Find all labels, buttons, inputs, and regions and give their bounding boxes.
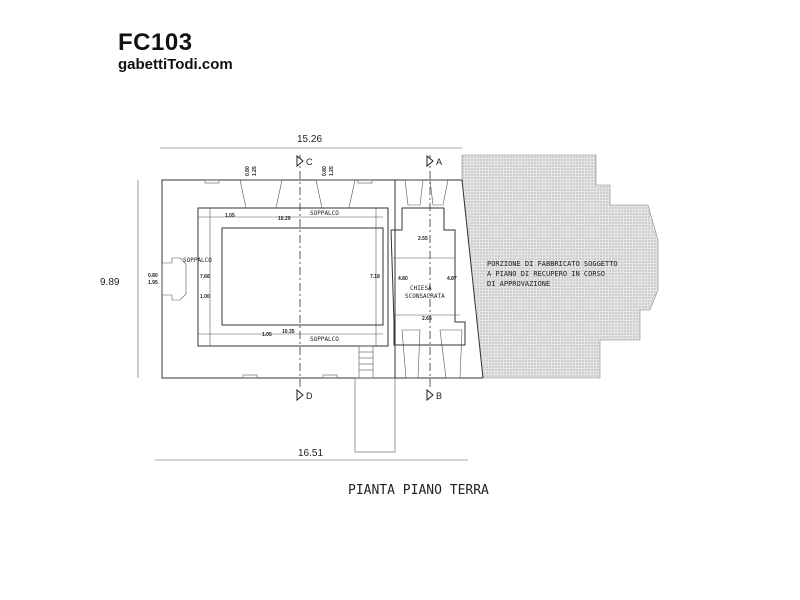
svg-text:A PIANO DI RECUPERO IN CORSO: A PIANO DI RECUPERO IN CORSO bbox=[487, 270, 605, 278]
svg-text:2.55: 2.55 bbox=[418, 236, 428, 242]
svg-text:1.25: 1.25 bbox=[252, 166, 258, 176]
svg-text:A: A bbox=[436, 157, 442, 167]
brand: FC103 gabettiTodi.com bbox=[118, 30, 233, 74]
svg-text:1.05: 1.05 bbox=[225, 213, 235, 219]
label-soppalco-top: SOPPALCO bbox=[310, 210, 339, 217]
svg-text:4.80: 4.80 bbox=[398, 276, 408, 282]
section-marker-c: C bbox=[296, 154, 313, 168]
hatched-area bbox=[461, 154, 659, 379]
plan-title: PIANTA PIANO TERRA bbox=[348, 483, 489, 498]
svg-text:7.18: 7.18 bbox=[370, 274, 380, 280]
recovery-plan-note: PORZIONE DI FABBRICATO SOGGETTO A PIANO … bbox=[487, 260, 618, 288]
chiesa-room bbox=[390, 207, 466, 346]
svg-text:10.29: 10.29 bbox=[278, 216, 291, 222]
svg-text:0.80: 0.80 bbox=[148, 273, 158, 279]
svg-text:0.80: 0.80 bbox=[245, 166, 251, 176]
website: gabettiTodi.com bbox=[118, 56, 233, 73]
listing-code: FC103 bbox=[118, 29, 193, 56]
svg-text:PORZIONE DI FABBRICATO SOGGETT: PORZIONE DI FABBRICATO SOGGETTO bbox=[487, 260, 618, 268]
svg-text:0.80: 0.80 bbox=[322, 166, 328, 176]
svg-text:1.00: 1.00 bbox=[200, 294, 210, 300]
dimension-bottom: 16.51 bbox=[155, 448, 468, 461]
svg-text:C: C bbox=[306, 157, 313, 167]
soppalco-area bbox=[197, 207, 389, 379]
svg-text:DI APPROVAZIONE: DI APPROVAZIONE bbox=[487, 280, 550, 288]
dimension-top: 15.26 bbox=[160, 134, 462, 149]
dimension-left: 9.89 bbox=[100, 180, 139, 378]
svg-text:7.66: 7.66 bbox=[200, 274, 210, 280]
svg-text:1.05: 1.05 bbox=[262, 332, 272, 338]
svg-text:D: D bbox=[306, 391, 313, 401]
svg-text:B: B bbox=[436, 391, 442, 401]
label-chiesa: CHIESA bbox=[410, 285, 432, 292]
section-marker-a: A bbox=[426, 154, 442, 168]
svg-text:4.87: 4.87 bbox=[447, 276, 457, 282]
section-marker-b: B bbox=[426, 388, 442, 402]
label-soppalco-bottom: SOPPALCO bbox=[310, 336, 339, 343]
svg-text:10.35: 10.35 bbox=[282, 329, 295, 335]
label-soppalco-left: SOPPALCO bbox=[183, 257, 212, 264]
svg-text:15.26: 15.26 bbox=[297, 134, 322, 145]
label-sconsacrata: SCONSACRATA bbox=[405, 293, 445, 300]
section-marker-d: D bbox=[296, 388, 313, 402]
svg-text:1.95: 1.95 bbox=[148, 280, 158, 286]
svg-text:9.89: 9.89 bbox=[100, 277, 120, 288]
inner-dimensions: 1.05 10.29 7.66 1.00 7.18 1.05 10.35 2.5… bbox=[148, 166, 457, 338]
svg-text:2.65: 2.65 bbox=[422, 316, 432, 322]
svg-text:1.25: 1.25 bbox=[329, 166, 335, 176]
svg-text:16.51: 16.51 bbox=[298, 448, 323, 459]
stairs bbox=[358, 345, 374, 379]
entrance-path bbox=[354, 377, 396, 453]
